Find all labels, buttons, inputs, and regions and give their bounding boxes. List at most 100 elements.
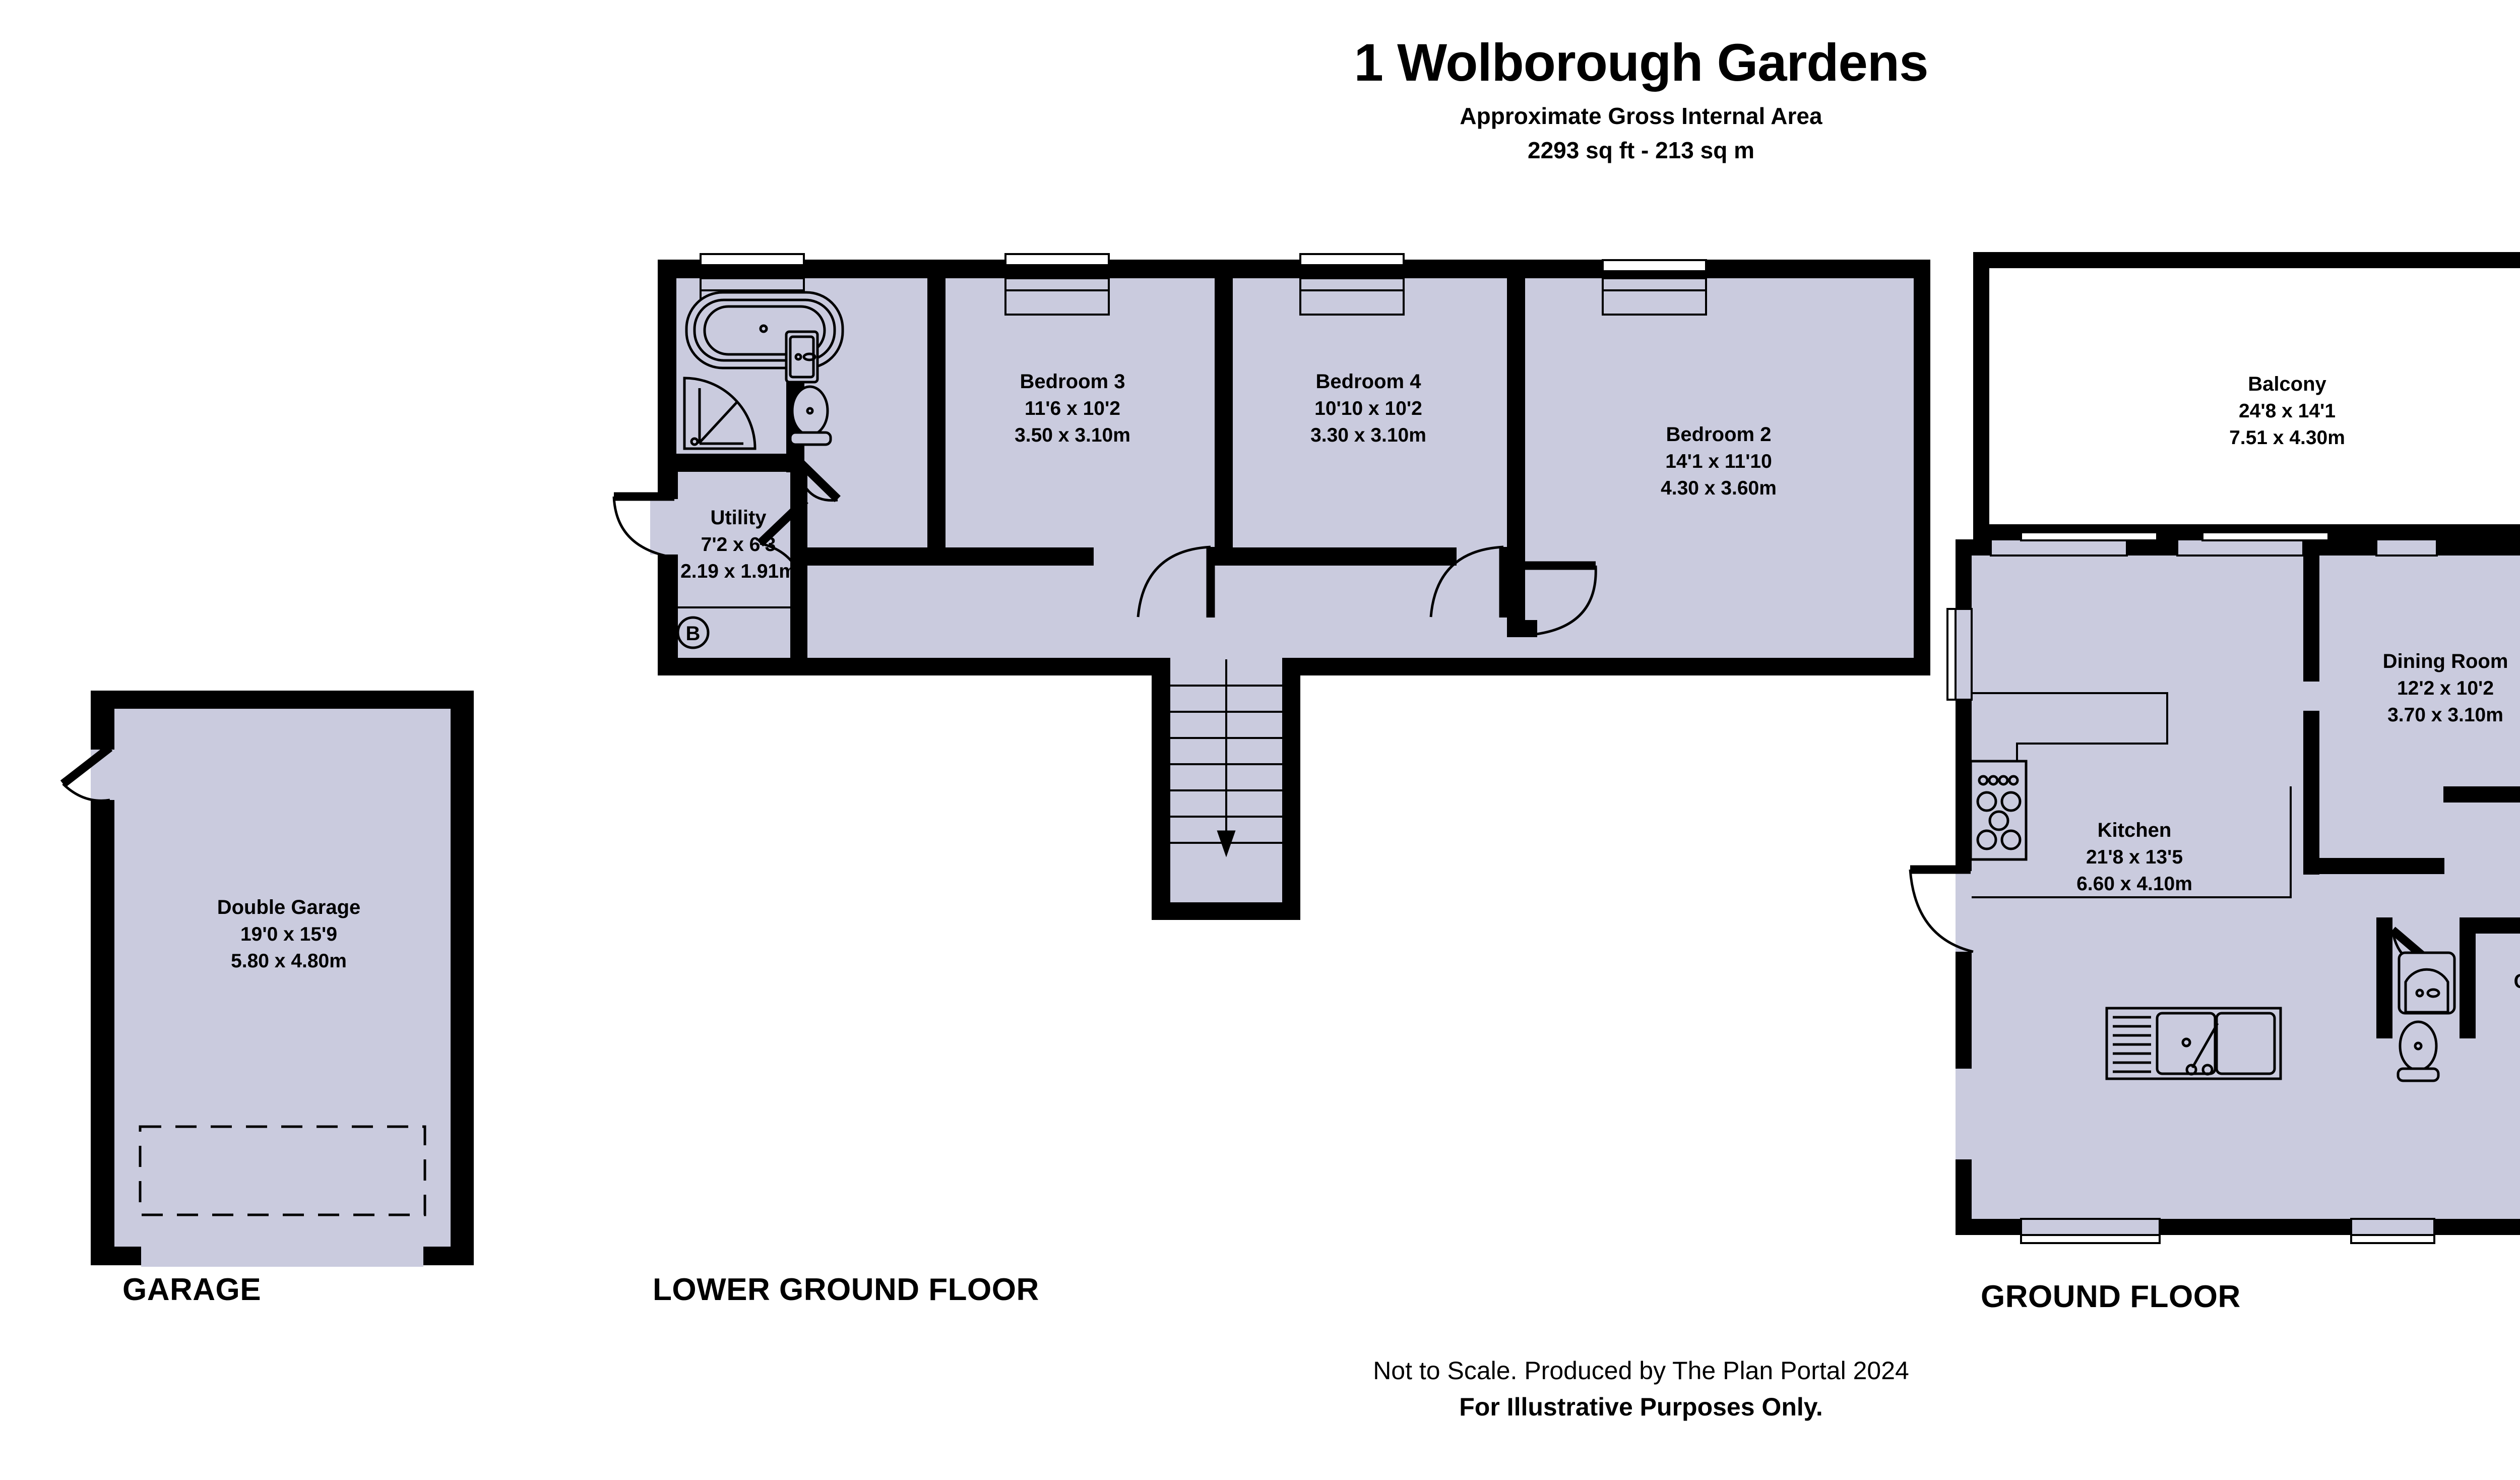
- bedroom2-name: Bedroom 2: [1666, 423, 1772, 446]
- window-lower-3-pane: [1299, 277, 1405, 316]
- sink-plug-1-icon: [2181, 1037, 2191, 1047]
- dining-room-dim-metric: 3.70 x 3.10m: [2387, 704, 2503, 726]
- wc-basin-outer: [2398, 951, 2456, 1015]
- garage-side-door-arc: [62, 783, 110, 802]
- wc-toilet-flush-icon: [2414, 1041, 2423, 1051]
- kitchen-worktop-lower: [1972, 786, 2292, 898]
- window-kitchen-top-2-pane: [2176, 538, 2304, 557]
- staircase-down-arrowhead: [1217, 830, 1236, 857]
- window-dining-top-pane: [2375, 538, 2438, 557]
- ground-lower-floor: [1972, 556, 2520, 1219]
- shower-door-diag: [699, 401, 738, 444]
- basin-lower-tap-icon: [802, 352, 816, 361]
- kitchen-dining-wall-upper: [2303, 556, 2319, 682]
- bedroom3-right-wall: [1215, 278, 1233, 566]
- staircase-down: [1170, 659, 1282, 857]
- window-kitchen-top-2-frame: [2201, 531, 2329, 541]
- bedroom4-bottom-wall: [1233, 547, 1457, 566]
- garage-side-door-leaf: [60, 744, 113, 787]
- kitchen-dim-imperial: 21'8 x 13'5: [2086, 846, 2183, 868]
- balcony-dim-metric: 7.51 x 4.30m: [2229, 427, 2345, 449]
- window-bottom-2-pane: [2350, 1218, 2435, 1236]
- lower-ground-floor-plan: B: [612, 242, 1930, 920]
- window-kitchen-top-1-pane: [1990, 538, 2128, 557]
- hob-burner-3-icon: [1988, 810, 2009, 831]
- window-lower-2-frame: [1004, 253, 1110, 266]
- garage-room-dim-imperial: 19'0 x 15'9: [240, 923, 337, 945]
- bedroom3-door-arc: [1137, 545, 1211, 618]
- garage-door-dashed-outline: [139, 1125, 426, 1216]
- bedroom2-dim-metric: 4.30 x 3.60m: [1661, 477, 1777, 499]
- utility-dim-metric: 2.19 x 1.91m: [680, 561, 796, 582]
- wc-toilet-cistern: [2397, 1067, 2440, 1082]
- hob-knob-1-icon: [1978, 775, 1989, 786]
- utility-door-arc: [760, 542, 807, 590]
- dining-bottom-wall: [2460, 786, 2520, 803]
- bedroom4-door-arc: [1429, 545, 1504, 618]
- utility-external-door-opening: [650, 499, 678, 554]
- hob-knob-2-icon: [1988, 775, 1999, 786]
- toilet-cistern: [789, 431, 832, 446]
- boiler-marker-circle: [676, 616, 710, 649]
- wc-left-wall: [2376, 917, 2392, 1038]
- kitchen-dim-metric: 6.60 x 4.10m: [2076, 873, 2192, 895]
- window-lower-4-frame: [1602, 259, 1707, 272]
- bedroom3-dim-metric: 3.50 x 3.10m: [1015, 424, 1130, 446]
- window-kitchen-side-frame: [1946, 608, 1957, 701]
- hob-knob-4-icon: [2008, 775, 2019, 786]
- window-bottom-1-frame: [2020, 1234, 2161, 1244]
- kitchen-drainer-grooves: [2113, 1016, 2151, 1073]
- lower-floor-fill: [676, 278, 1914, 658]
- sink-tap-arm-icon: [2191, 1022, 2219, 1069]
- page-title: 1 Wolborough Gardens: [1354, 33, 1929, 92]
- bedroom3-dim-imperial: 11'6 x 10'2: [1025, 398, 1120, 419]
- shower-tray: [683, 377, 757, 450]
- toilet-flush-icon: [806, 407, 814, 415]
- garage-floor: [114, 709, 451, 1247]
- window-kitchen-side-pane: [1955, 608, 1973, 701]
- utility-door-leaf: [757, 497, 808, 547]
- bath-tub-basin: [703, 305, 826, 356]
- hob-burner-5-icon: [2000, 829, 2022, 850]
- kitchen-bottom-wall: [2303, 858, 2444, 874]
- window-lower-1-frame: [700, 253, 805, 266]
- dining-bottom-wall-jamb: [2443, 786, 2461, 803]
- kitchen-dining-wall-lower: [2303, 711, 2319, 875]
- window-bottom-2-frame: [2350, 1234, 2435, 1244]
- window-lower-2-pane: [1004, 277, 1110, 316]
- bath-plug-icon: [759, 324, 768, 333]
- cupboard-center-label: C: [2514, 970, 2520, 993]
- garage-room-dim-metric: 5.80 x 4.80m: [231, 950, 347, 972]
- kitchen-ext-door-opening: [1956, 871, 1972, 952]
- hob-burner-4-icon: [1976, 829, 1997, 850]
- basin-lower-plug-icon: [794, 353, 802, 361]
- hob-burner-2-icon: [2000, 791, 2022, 812]
- hob-knob-3-icon: [1998, 775, 2009, 786]
- bedroom4-dim-metric: 3.30 x 3.10m: [1310, 424, 1426, 446]
- footer-disclaimer-line2: For Illustrative Purposes Only.: [1459, 1393, 1823, 1421]
- kitchen-rear-alcove: [1956, 1069, 1972, 1159]
- window-bottom-1-pane: [2020, 1218, 2161, 1236]
- wc-right-wall: [2460, 917, 2476, 1038]
- window-lower-4-pane: [1602, 277, 1707, 316]
- utility-name: Utility: [710, 507, 767, 529]
- hall-top-wall-left: [804, 547, 927, 566]
- basin-lower-inner: [789, 335, 815, 379]
- boiler-marker-label: B: [686, 623, 701, 645]
- garage-door-opening: [141, 1247, 423, 1267]
- balcony-dim-imperial: 24'8 x 14'1: [2239, 400, 2336, 422]
- shower-drain-icon: [690, 437, 699, 446]
- window-lower-3-frame: [1299, 253, 1405, 266]
- header: 1 Wolborough Gardens Approximate Gross I…: [0, 0, 2520, 162]
- utility-dim-imperial: 7'2 x 6'3: [701, 534, 776, 556]
- wc-toilet-bowl: [2399, 1020, 2438, 1072]
- header-area: 2293 sq ft - 213 sq m: [1528, 137, 1754, 163]
- bath-tub-inner: [693, 298, 836, 362]
- garage-room-name: Double Garage: [217, 896, 361, 918]
- bedroom2-left-wall: [1507, 547, 1525, 633]
- wc-basin-bowl: [2404, 968, 2449, 1014]
- kitchen-sink-bowl-1: [2156, 1012, 2217, 1075]
- window-kitchen-top-1-frame: [2020, 531, 2158, 541]
- bedroom3-left-wall: [927, 278, 946, 566]
